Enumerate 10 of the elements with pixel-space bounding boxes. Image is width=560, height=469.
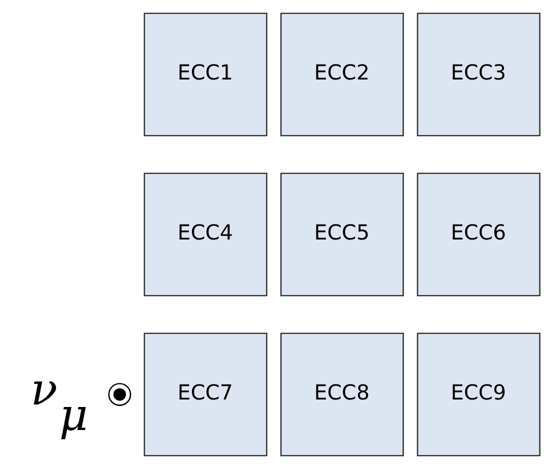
node-box: ECC3 [416, 12, 540, 136]
node-box: ECC2 [280, 12, 404, 136]
node-box: ECC1 [144, 12, 268, 136]
node-box: ECC4 [144, 172, 268, 296]
node-box: ECC8 [280, 332, 404, 456]
node-box: ECC9 [416, 332, 540, 456]
node-box: ECC7 [144, 332, 268, 456]
node-box: ECC5 [280, 172, 404, 296]
node-circle [108, 383, 132, 406]
node-box: ECC6 [416, 172, 540, 296]
